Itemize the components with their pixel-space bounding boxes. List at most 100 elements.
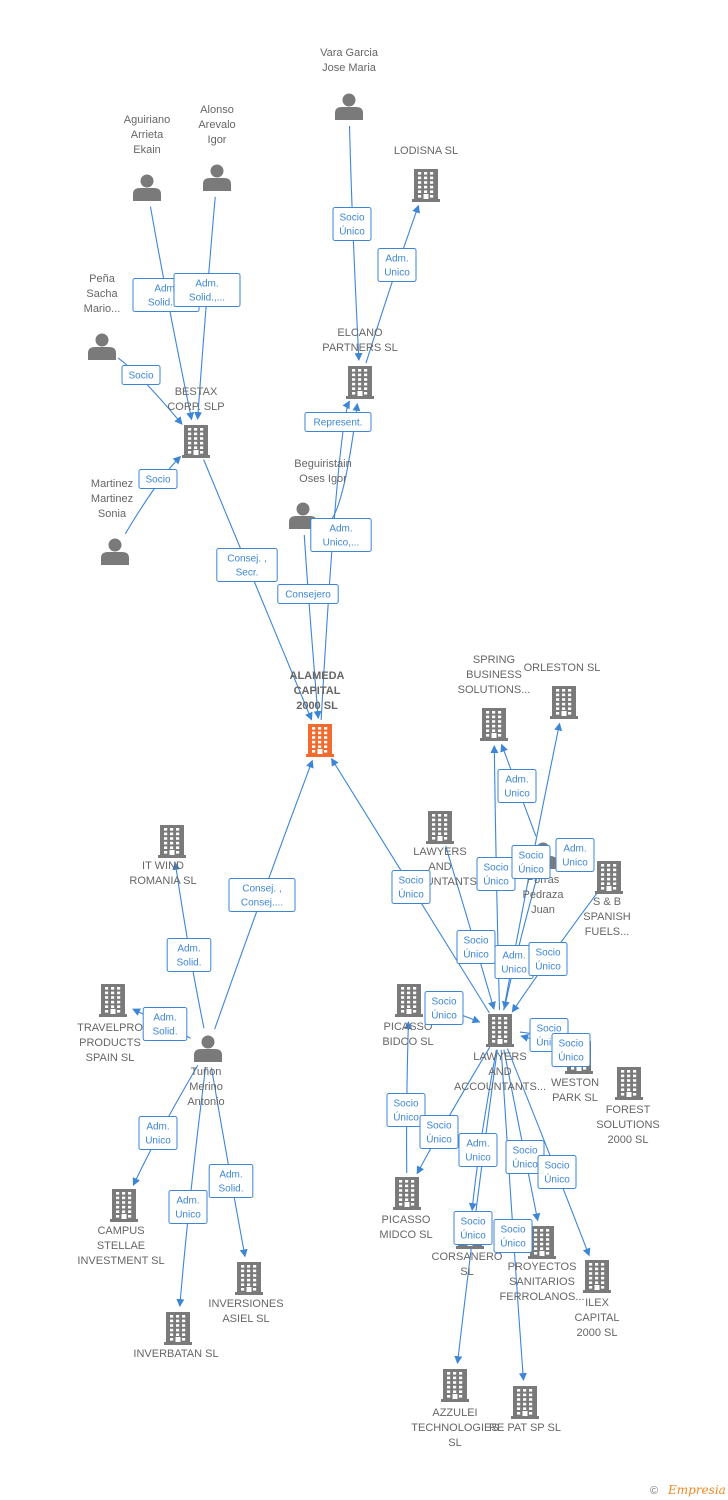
building-icon [235,1262,263,1295]
edge-label-box [377,248,417,282]
node-repat[interactable]: RE PAT SP SL [489,1386,561,1434]
node-label-line: WESTON [551,1077,599,1089]
edge-label[interactable]: Adm.Unico [377,248,417,282]
edge-label[interactable]: Adm.Unico [138,1116,178,1150]
edge-label-box [391,870,431,904]
edge-label-box [551,1033,591,1067]
edge-label-text: Único [426,1133,452,1146]
edge-label-box [555,838,595,872]
edge-label[interactable]: Adm.Solid.,... [173,273,241,307]
edge-label-text: Adm. [385,254,408,265]
edge-label-text: Único [558,1051,584,1064]
node-proyectos[interactable]: PROYECTOSSANITARIOSFERROLANOS... [500,1226,585,1303]
edge-label-text: Unico [175,1210,201,1221]
edge-label-text: Adm. [563,844,586,855]
edge-label-text: Socio [431,997,456,1008]
node-label-line: ASIEL SL [222,1313,269,1325]
node-inverbatan[interactable]: INVERBATAN SL [133,1312,219,1360]
edge-label-text: Unico [465,1153,491,1164]
edge-label[interactable]: Socio [121,365,161,385]
edge-label[interactable]: Adm.Unico,... [310,518,372,552]
node-label-line: INVERSIONES [208,1298,283,1310]
brand-logo-text[interactable]: Empresia [667,1483,726,1497]
node-label-line: PRODUCTS [79,1037,141,1049]
node-lodisna[interactable]: LODISNA SL [394,145,458,202]
person-icon [203,164,231,191]
edge-label[interactable]: Adm.Solid. [166,938,212,972]
edge-label-text: Secr. [236,568,259,579]
node-label-line: Sonia [98,508,127,520]
edge-alameda-elcano [320,400,350,721]
edge-label[interactable]: Adm.Unico [555,838,595,872]
node-pena[interactable]: PeñaSachaMario... [84,273,121,360]
node-label-line: Tuñon [191,1066,222,1078]
edge-label-text: Único [544,1173,570,1186]
node-label-line: 2000 SL [577,1327,618,1339]
node-label-line: PICASSO [382,1214,431,1226]
building-icon [595,861,623,894]
edge-label-text: Socio [558,1039,583,1050]
node-label-line: Arevalo [198,119,235,131]
edge-label[interactable]: Adm.Unico [497,769,537,803]
edge-label[interactable]: Consej. ,Secr. [216,548,278,582]
node-inversiones[interactable]: INVERSIONES ASIEL SL [208,1262,284,1325]
edge-label-box [537,1155,577,1189]
edge-labels-layer: SocioÚnicoAdm.UnicoAdm.Solid.,...Adm.Sol… [121,207,595,1253]
edge-label-text: Adm. [466,1139,489,1150]
edge-label-text: Adm. [177,944,200,955]
edge-label[interactable]: Adm.Solid. [208,1164,254,1198]
node-label-line: Juan [531,904,555,916]
edge-label[interactable]: Represent. [304,412,372,432]
node-label-line: AZZULEI [432,1407,477,1419]
edge-label-box [173,273,241,307]
edge-label[interactable]: Adm.Solid. [142,1007,188,1041]
building-icon [158,825,186,858]
edge-label[interactable]: Adm.Unico [494,945,534,979]
edge-label-box [228,878,296,912]
edge-label[interactable]: Socio [138,469,178,489]
node-sb[interactable]: S & BSPANISHFUELS... [583,861,631,938]
edge-label[interactable]: Adm. Unico [458,1133,498,1167]
edge-label-box [424,991,464,1025]
node-label-line: Jose Maria [322,62,377,74]
edge-label[interactable]: Adm.Unico [168,1190,208,1224]
building-icon [511,1386,539,1419]
edge-label[interactable]: Consej. ,Consej.... [228,878,296,912]
edge-label[interactable]: Consejero [277,584,339,604]
edge-label-text: Único [483,875,509,888]
node-spring[interactable]: SPRINGBUSINESSSOLUTIONS... [458,654,531,741]
node-lawyers2[interactable]: LAWYERSANDACCOUNTANTS... [454,1014,546,1093]
node-orleston[interactable]: ORLESTON SL [524,662,601,719]
